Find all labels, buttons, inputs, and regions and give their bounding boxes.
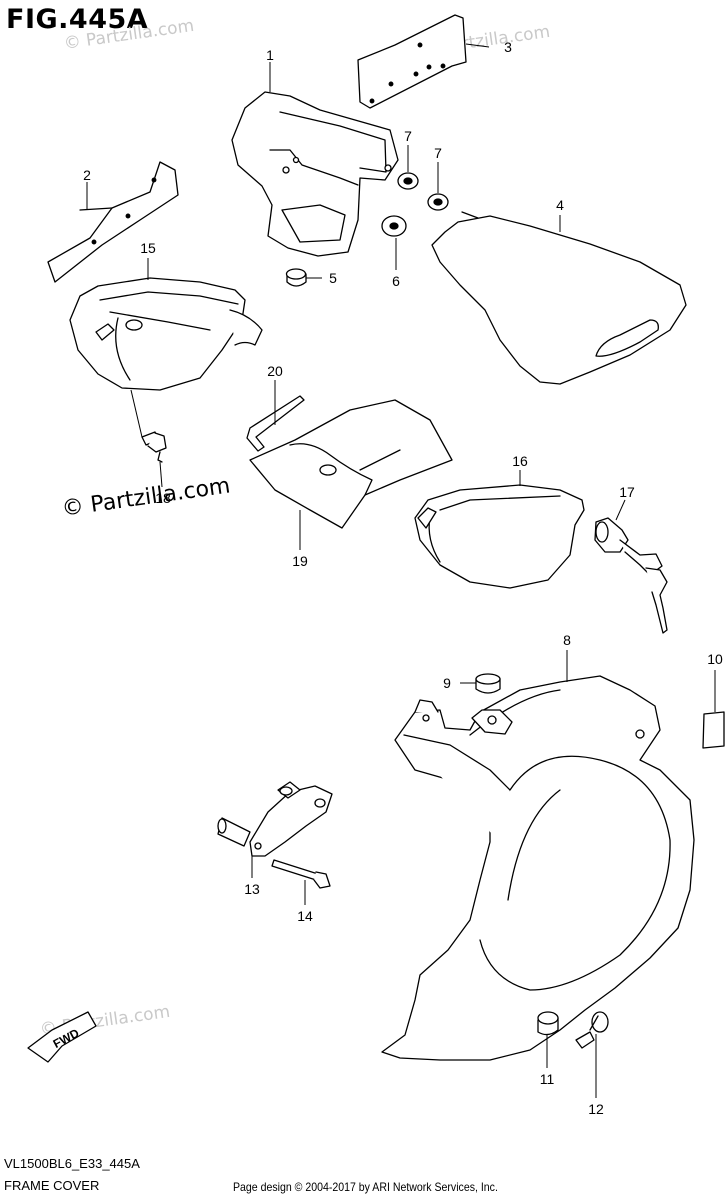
- part-8-frame-cover[interactable]: [381, 675, 695, 1061]
- part-4-side-cover[interactable]: [431, 211, 687, 385]
- part-14-bolt[interactable]: [271, 859, 331, 889]
- callout-2[interactable]: 2: [83, 167, 91, 183]
- part-19-tool-bag[interactable]: [249, 399, 453, 529]
- callout-14[interactable]: 14: [297, 908, 313, 924]
- callout-4[interactable]: 4: [556, 197, 564, 213]
- callout-15[interactable]: 15: [140, 240, 156, 256]
- callout-8[interactable]: 8: [563, 632, 571, 648]
- part-3-plate[interactable]: [357, 14, 467, 109]
- callout-6[interactable]: 6: [392, 273, 400, 289]
- part-9-grommet[interactable]: [475, 673, 501, 694]
- part-5-grommet[interactable]: [285, 268, 307, 287]
- part-7-grommet[interactable]: [427, 193, 449, 211]
- callout-18[interactable]: 18: [155, 490, 171, 506]
- figure-title: FIG.445A: [6, 4, 149, 35]
- part-18-bolt[interactable]: [141, 431, 167, 463]
- callout-11[interactable]: 11: [540, 1071, 555, 1087]
- callout-19[interactable]: 19: [292, 553, 308, 569]
- callout-13[interactable]: 13: [244, 881, 260, 897]
- part-10-label[interactable]: [702, 711, 725, 749]
- callout-7[interactable]: 7: [434, 145, 442, 161]
- fwd-arrow-icon: [27, 1011, 97, 1063]
- model-code: VL1500BL6_E33_445A: [4, 1156, 140, 1171]
- part-13-bracket[interactable]: [217, 781, 333, 857]
- part-7-grommet[interactable]: [397, 172, 419, 190]
- callout-12[interactable]: 12: [588, 1101, 604, 1117]
- callout-7[interactable]: 7: [404, 128, 412, 144]
- callout-17[interactable]: 17: [619, 484, 635, 500]
- callout-16[interactable]: 16: [512, 453, 528, 469]
- part-15-tool-box[interactable]: [69, 277, 263, 391]
- part-20-hex-wrench[interactable]: [246, 395, 305, 452]
- part-16-side-cover[interactable]: [414, 484, 585, 589]
- section-name: FRAME COVER: [4, 1178, 100, 1193]
- callout-9[interactable]: 9: [443, 675, 451, 691]
- part-12-screw[interactable]: [575, 1011, 609, 1049]
- part-2-plate[interactable]: [47, 161, 179, 283]
- callout-20[interactable]: 20: [267, 363, 283, 379]
- part-6-grommet[interactable]: [381, 215, 407, 237]
- part-1-frame-cover[interactable]: [231, 91, 399, 257]
- callout-10[interactable]: 10: [707, 651, 723, 667]
- callout-3[interactable]: 3: [504, 39, 512, 55]
- page-design-credit: Page design © 2004-2017 by ARI Network S…: [233, 1180, 498, 1194]
- callout-5[interactable]: 5: [329, 270, 337, 286]
- part-11-grommet[interactable]: [537, 1011, 559, 1036]
- part-17-key-lock[interactable]: [594, 517, 668, 634]
- callout-1[interactable]: 1: [266, 47, 274, 63]
